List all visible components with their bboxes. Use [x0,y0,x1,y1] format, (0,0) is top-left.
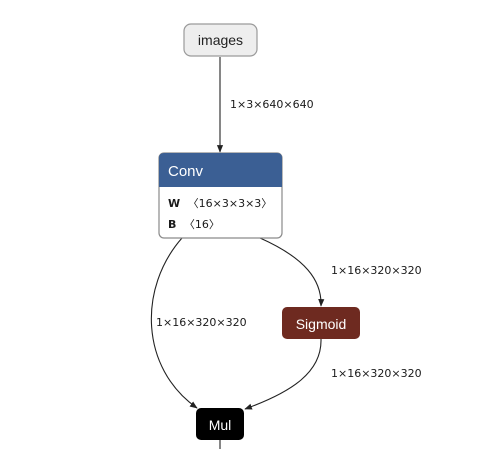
node-conv[interactable]: Conv W 〈16×3×3×3〉 B 〈16〉 [158,152,283,239]
node-sigmoid[interactable]: Sigmoid [282,307,360,339]
node-mul-box [196,408,244,440]
node-conv-attr-bias-value: 〈16〉 [184,218,220,231]
node-conv-header [159,153,282,187]
edge-label-conv-to-mul: 1×16×320×320 [156,316,247,329]
node-conv-label: Conv [168,163,204,180]
node-images[interactable]: images [183,23,258,57]
edge-sigmoid-to-mul [244,338,322,410]
node-sigmoid-label: Sigmoid [296,316,347,332]
node-conv-attr-bias: B 〈16〉 [168,218,220,231]
edge-conv-to-sigmoid [259,237,325,307]
node-conv-attr-bias-name: B [168,218,176,231]
edge-conv-to-mul [150,237,198,409]
edge-label-sigmoid-to-mul: 1×16×320×320 [331,367,422,380]
node-mul[interactable]: Mul [196,408,244,440]
edges-layer [150,57,325,449]
node-conv-attr-weight: W 〈16×3×3×3〉 [168,197,272,210]
edge-label-conv-to-sigmoid: 1×16×320×320 [331,264,422,277]
node-images-label: images [198,32,243,48]
edge-label-images-to-conv: 1×3×640×640 [230,98,314,111]
node-images-box [183,23,258,57]
node-conv-attr-weight-value: 〈16×3×3×3〉 [188,197,273,210]
node-conv-attr-weight-name: W [168,197,180,210]
node-sigmoid-box [282,307,360,339]
node-mul-label: Mul [209,417,232,433]
edge-labels-layer: 1×3×640×640 1×16×320×320 1×16×320×320 1×… [156,98,422,380]
